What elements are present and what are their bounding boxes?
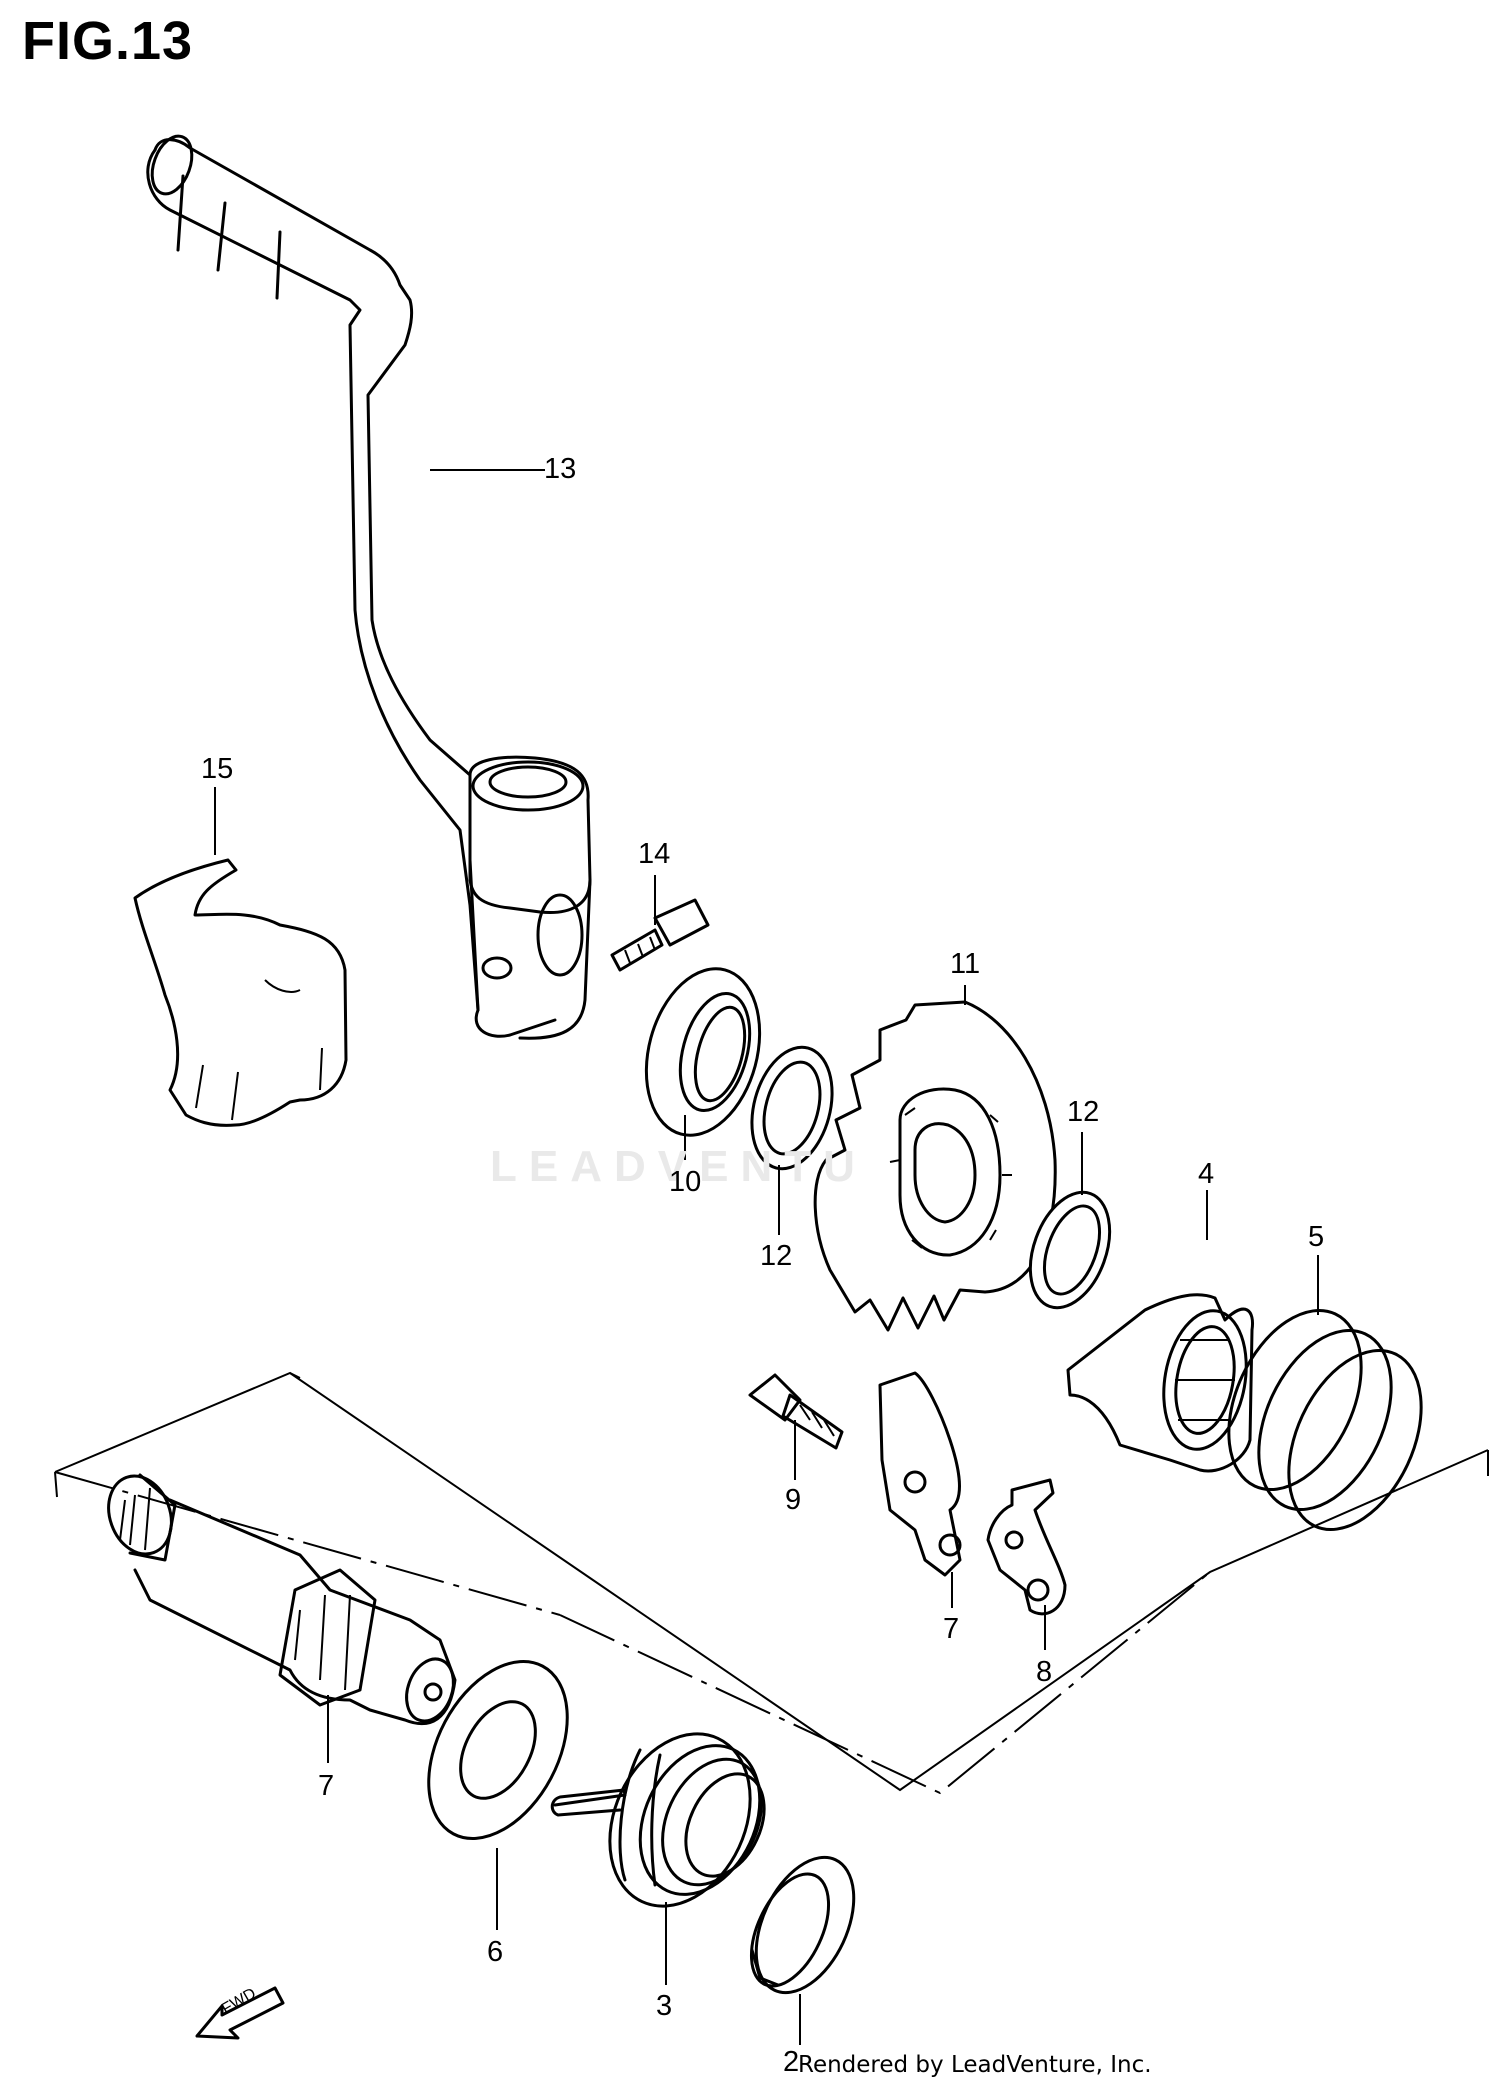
kick-starter-lever (146, 134, 592, 1040)
callout-label: 6 (487, 1936, 504, 1968)
callout-label: 11 (950, 948, 981, 980)
watermark: LEADVENTU (490, 1142, 867, 1191)
callout-label: 4 (1198, 1158, 1215, 1190)
callout-label: 15 (201, 753, 234, 785)
leader-lines (214, 469, 1319, 2045)
callout-label: 7 (943, 1613, 960, 1645)
render-credit: Rendered by LeadVenture, Inc. (798, 2052, 1152, 2078)
kick-starter-guide (1066, 1293, 1255, 1473)
kick-starter-gear (813, 1000, 1057, 1332)
figure-title: FIG.13 (22, 11, 194, 71)
spring-guide (749, 1855, 856, 1995)
kick-stopper-plate (878, 1371, 962, 1577)
callout-label: 12 (760, 1240, 793, 1272)
return-spring (550, 1732, 766, 1908)
callout-label: 13 (544, 453, 577, 485)
callout-label: 14 (638, 838, 671, 870)
shaft-washer (427, 1660, 569, 1840)
callout-label: 7 (318, 1770, 335, 1802)
assembly-outline (54, 1371, 1489, 1795)
fwd-arrow-icon (195, 1986, 285, 2040)
guide-bolt (748, 1373, 844, 1450)
kick-starter-spring (1227, 1308, 1423, 1532)
washer-lower (1028, 1190, 1112, 1310)
callout-label: 8 (1036, 1656, 1053, 1688)
oil-seal (644, 967, 762, 1137)
kick-starter-shaft (107, 1473, 457, 1726)
callout-label: 9 (785, 1484, 802, 1516)
washer-upper (750, 1045, 834, 1171)
lever-bolt (610, 898, 710, 972)
callout-label: 2 (783, 2046, 800, 2078)
stopper-plate (986, 1478, 1067, 1616)
callout-label: 12 (1067, 1096, 1100, 1128)
callout-label: 5 (1308, 1221, 1325, 1253)
callout-label: 10 (669, 1166, 702, 1198)
callout-label: 3 (656, 1990, 673, 2022)
lever-boot (133, 858, 348, 1127)
